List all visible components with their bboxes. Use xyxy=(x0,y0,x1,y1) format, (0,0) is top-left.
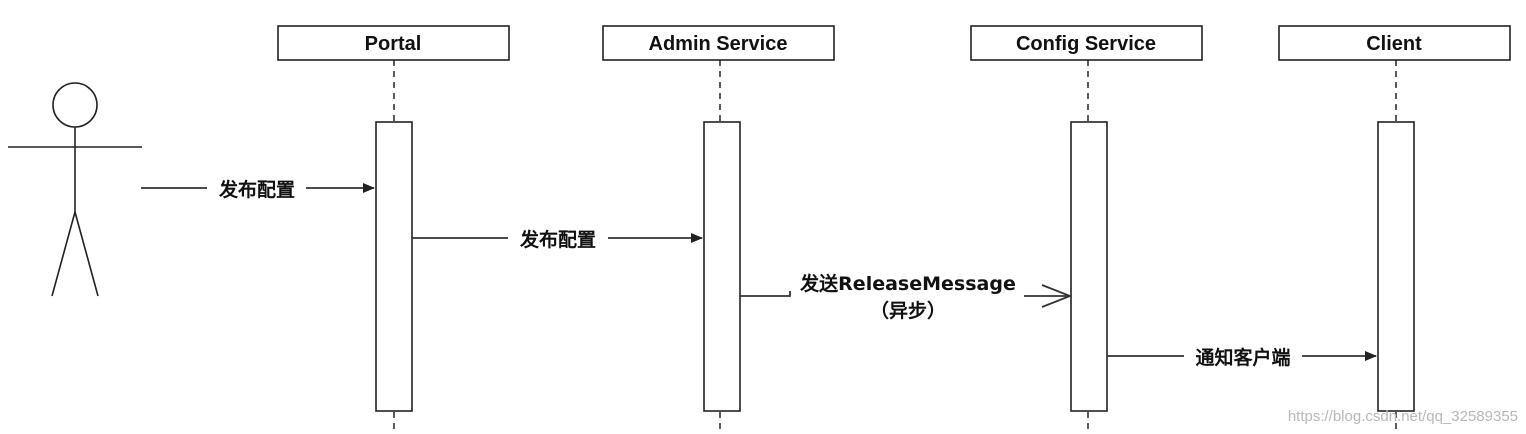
message-publish-config-to-portal: 发布配置 xyxy=(141,178,375,201)
participant-config-service: Config Service xyxy=(970,25,1203,434)
participant-client: Client xyxy=(1278,25,1511,434)
participant-box-portal xyxy=(277,25,510,61)
message-publish-config-to-admin: 发布配置 xyxy=(412,228,703,251)
message-arrow xyxy=(740,291,791,297)
activation-bar-client xyxy=(1377,121,1415,412)
participant-box-config-service xyxy=(970,25,1203,61)
message-label: 发布配置 xyxy=(218,178,295,201)
participant-label-client: Client xyxy=(1366,33,1422,55)
participant-label-admin-service: Admin Service xyxy=(649,33,788,55)
message-label: 通知客户端 xyxy=(1195,346,1290,369)
participant-label-portal: Portal xyxy=(365,33,422,55)
participant-portal: Portal xyxy=(277,25,510,434)
activation-bar-config-service xyxy=(1070,121,1108,412)
participant-admin-service: Admin Service xyxy=(602,25,835,434)
message-notify-client: 通知客户端 xyxy=(1107,346,1377,369)
message-label: 发送ReleaseMessage xyxy=(799,272,1016,295)
open-arrowhead-icon xyxy=(1041,284,1073,308)
message-send-release-message-async: 发送ReleaseMessage （异步） xyxy=(740,272,1073,322)
participant-label-config-service: Config Service xyxy=(1016,33,1156,55)
participant-box-client xyxy=(1278,25,1511,61)
participant-box-admin-service xyxy=(602,25,835,61)
watermark: https://blog.csdn.net/qq_32589355 xyxy=(1288,408,1518,425)
user-actor-icon xyxy=(8,82,142,297)
message-label: 发布配置 xyxy=(519,228,596,251)
activation-bar-admin-service xyxy=(703,121,741,412)
message-sublabel: （异步） xyxy=(870,299,946,322)
activation-bar-portal xyxy=(375,121,413,412)
